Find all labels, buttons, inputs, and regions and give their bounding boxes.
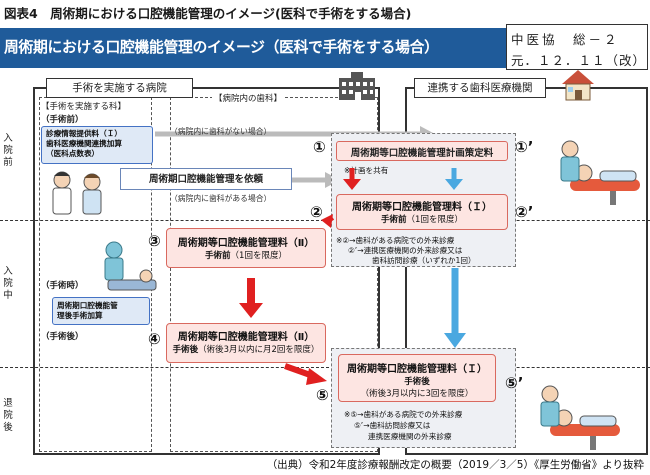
marker-3: ③ (148, 232, 161, 250)
banner-title: 周術期における口腔機能管理のイメージ（医科で手術をする場合） (4, 39, 439, 56)
post-op-label: （手術後） (41, 332, 84, 342)
hospital-label: 手術を実施する病院 (46, 78, 193, 98)
dentist-illustration-bottom (540, 385, 620, 450)
fee1-post-limit: （術後3月以内に3回を限度） (360, 389, 474, 399)
doctor-patient-illustration (52, 171, 102, 215)
pre-billing-line-2: 歯科医療機関連携加算 (46, 139, 122, 148)
clinic-label: 連携する歯科医療機関 (414, 78, 546, 98)
note5-line2: ⑤’→歯科訪問診療又は (354, 421, 431, 430)
dental-dept-label: 【病院内の歯科】 (212, 92, 285, 104)
fee2-post-title: 周術期等口腔機能管理料（Ⅱ） (177, 332, 315, 343)
pre-billing-note: 診療情報提供料（Ｉ） 歯科医療機関連携加算 （医科点数表） (41, 126, 153, 164)
fee1-post-sub: 手術後 (404, 377, 430, 387)
marker-4: ④ (148, 330, 161, 348)
title-banner (0, 28, 506, 68)
intra-billing-note: 周術期口腔機能管 理後手術加算 (52, 297, 150, 325)
fee2-pre-title: 周術期等口腔機能管理料（Ⅱ） (177, 238, 315, 249)
phase-divider-2 (0, 367, 650, 368)
has-dental-note: （病院内に歯科がある場合） (170, 194, 272, 203)
fee2-pre-sub: 手術前 (205, 251, 231, 261)
pre-billing-line-3: （医科点数表） (46, 149, 100, 158)
fee2-pre-box: 周術期等口腔機能管理料（Ⅱ） 手術前（1回を限度） (166, 228, 326, 268)
intra-billing-line-2: 理後手術加算 (57, 311, 103, 320)
document-stamp: 中医協 総－２ 元．１２．１１（改） (506, 24, 648, 70)
figure-caption: 図表4 周術期における口腔機能管理のイメージ(医科で手術をする場合) (4, 6, 412, 21)
marker-2: ② (310, 203, 323, 221)
plan-fee-title: 周術期等口腔機能管理計画策定料 (350, 148, 494, 159)
request-box: 周術期口腔機能管理を依頼 (120, 168, 292, 190)
marker-5-prime: ⑤’ (505, 374, 524, 392)
fee1-post-title: 周術期等口腔機能管理料（Ｉ） (347, 364, 487, 375)
fee2-pre-limit: （1回を限度） (230, 251, 287, 261)
surgery-illustration (104, 241, 157, 291)
source-note: （出典）令和2年度診療報酬改定の概要（2019／3／5）《厚生労働省》より抜粋 (266, 459, 644, 471)
pre-op-label: （手術前） (41, 115, 84, 125)
fee1-pre-sub: 手術前 (381, 215, 407, 225)
surgery-dept-label: 【手術を実施する科】 (41, 102, 127, 112)
plan-arrows (343, 168, 463, 190)
phase-during-label: 入院中 (3, 266, 13, 301)
note5-line3: 連携医療機関の外来診療 (368, 432, 452, 441)
fee1-pre-limit: （1回を限度） (406, 215, 463, 225)
flow-arrows (239, 214, 466, 385)
note2-line1: ※②→歯科がある病院での外来診療 (336, 236, 455, 245)
clinic-house-icon (562, 70, 594, 101)
fee1-pre-title: 周術期等口腔機能管理料（Ｉ） (352, 202, 492, 213)
stamp-line-2: 元．１２．１１（改） (511, 53, 647, 68)
marker-1-prime: ①’ (515, 138, 534, 156)
stamp-line-1: 中医協 総－２ (511, 32, 620, 47)
dentist-illustration-top (560, 140, 640, 205)
plan-fee-box: 周術期等口腔機能管理計画策定料 (336, 141, 508, 161)
note2-line3: 歯科訪問診療（いずれか1回） (372, 256, 476, 265)
phase-pre-label: 入院前 (3, 133, 13, 168)
fee1-pre-box: 周術期等口腔機能管理料（Ｉ） 手術前（1回を限度） (336, 194, 508, 230)
share-plan-note: ※計画を共有 (344, 166, 389, 175)
intra-op-label: （手術時） (41, 281, 84, 291)
hospital-frame (33, 87, 380, 455)
note2-line2: ②’→連携医療機関の外来診療又は (348, 246, 463, 255)
hospital-building-icon (339, 72, 375, 100)
intra-billing-line-1: 周術期口腔機能管 (57, 301, 118, 310)
marker-1: ① (313, 138, 326, 156)
fee1-post-box: 周術期等口腔機能管理料（Ｉ） 手術後 （術後3月以内に3回を限度） (338, 354, 496, 402)
fee2-post-limit: （術後3月以内に月2回を限度） (198, 345, 320, 355)
marker-2-prime: ②’ (515, 203, 534, 221)
phase-post-label: 退院後 (3, 398, 13, 433)
fee2-post-box: 周術期等口腔機能管理料（Ⅱ） 手術後（術後3月以内に月2回を限度） (166, 323, 326, 363)
pre-billing-line-1: 診療情報提供料（Ｉ） (46, 129, 122, 138)
no-dental-note: （病院内に歯科がない場合） (170, 127, 272, 136)
fee2-post-sub: 手術後 (172, 345, 199, 355)
note5-line1: ※⑤→歯科がある病院での外来診療 (344, 410, 463, 419)
marker-5: ⑤ (316, 386, 329, 404)
